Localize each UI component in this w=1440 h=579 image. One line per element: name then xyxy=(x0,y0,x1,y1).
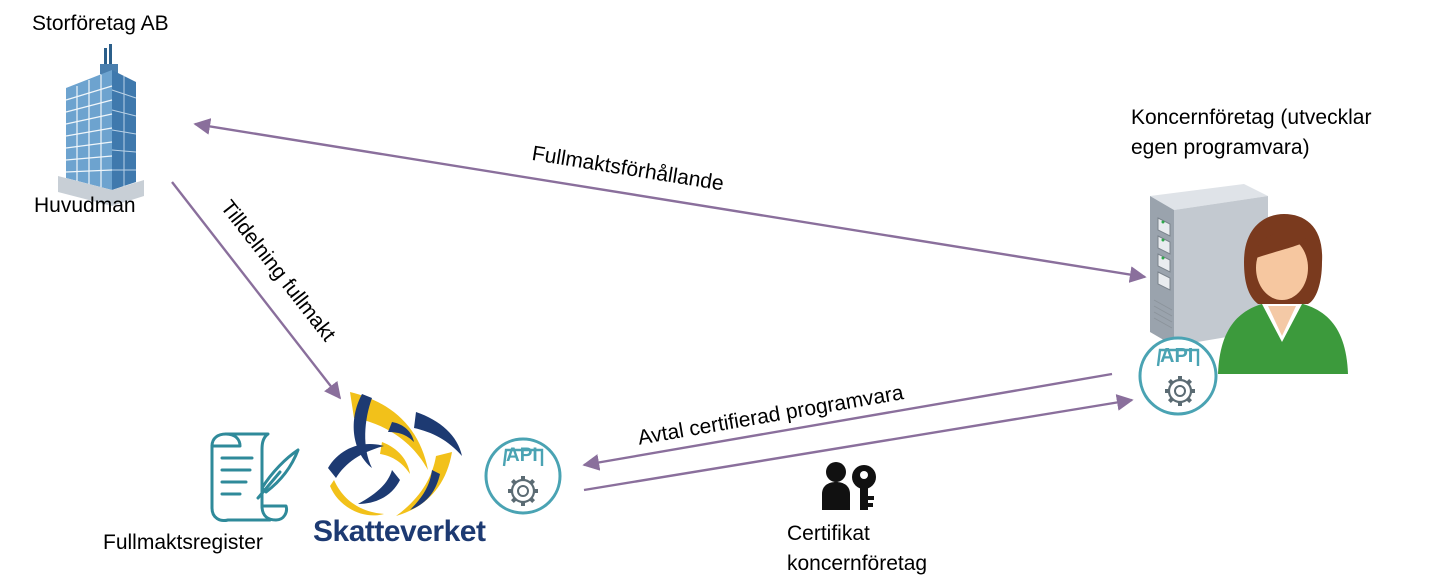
group-company-title-line2: egen programvara) xyxy=(1131,136,1310,159)
certificate-label-line1: Certifikat xyxy=(787,522,870,545)
certificate-label-line2: koncernföretag xyxy=(787,552,928,575)
group-company-api-text: API xyxy=(1160,345,1194,367)
skatteverket-logo-text: Skatteverket xyxy=(313,515,486,548)
principal-company-name: Storföretag AB xyxy=(32,12,169,35)
proxy-relation-arrow xyxy=(193,118,1147,283)
principal-role-label: Huvudman xyxy=(34,194,136,217)
register-label: Fullmaktsregister xyxy=(103,531,263,554)
agreement-arrow-to-tax-agency xyxy=(582,372,1113,471)
agreement-arrow-to-group-company xyxy=(583,394,1134,492)
proxy-assignment-arrow xyxy=(171,181,342,400)
group-company-title-line1: Koncernföretag (utvecklar xyxy=(1131,106,1372,129)
tax-agency-api-text: API xyxy=(506,445,538,466)
